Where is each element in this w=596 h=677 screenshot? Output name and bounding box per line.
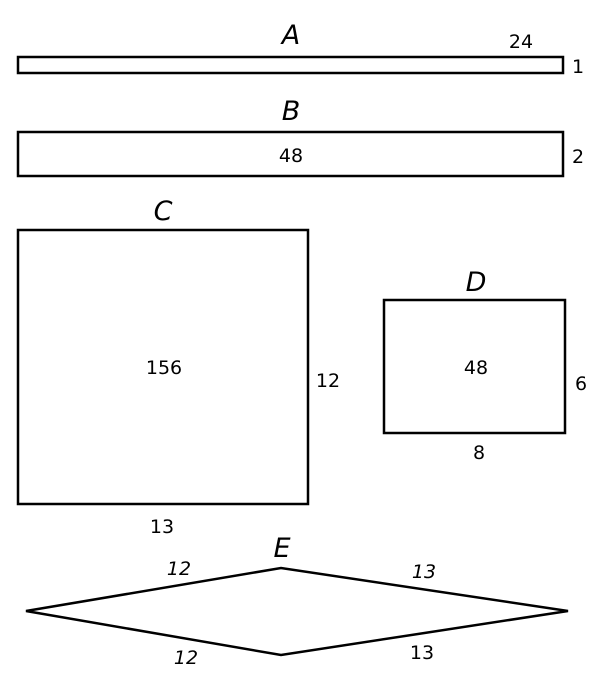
figure-d-rectangle: [382, 298, 567, 435]
figure-c: C 156 12 13: [16, 196, 340, 538]
figure-e-upper-right-label: 13: [412, 561, 436, 583]
figure-c-area-label: 156: [146, 357, 182, 379]
figure-e-upper-left-label: 12: [167, 558, 191, 580]
figure-a-side-label: 1: [572, 56, 584, 78]
figure-b-area-label: 48: [279, 145, 303, 167]
figure-e-lower-left-label: 12: [174, 647, 198, 669]
figure-b-name: B: [282, 96, 301, 127]
figure-c-name: C: [154, 196, 173, 227]
figure-e: E 12 13 12 13: [25, 533, 569, 669]
figure-d-bottom-label: 8: [473, 442, 485, 464]
figure-e-lower-right-label: 13: [410, 642, 434, 664]
figure-a-top-label: 24: [509, 31, 533, 53]
figure-a: A 24 1: [16, 20, 584, 78]
figure-c-square: [16, 228, 310, 506]
figure-d-name: D: [466, 267, 487, 298]
figure-d-side-label: 6: [575, 373, 587, 395]
figure-e-rhombus: [25, 566, 569, 657]
figure-c-bottom-label: 13: [150, 516, 174, 538]
figure-b-side-label: 2: [572, 146, 584, 168]
figure-a-name: A: [280, 20, 300, 51]
figure-d-area-label: 48: [464, 357, 488, 379]
figure-a-rectangle: [16, 55, 565, 75]
figure-d: D 48 6 8: [382, 267, 587, 464]
figure-e-name: E: [273, 533, 290, 564]
figure-c-side-label: 12: [316, 370, 340, 392]
figure-b: B 48 2: [16, 96, 584, 178]
figure-b-rectangle: [16, 130, 565, 178]
